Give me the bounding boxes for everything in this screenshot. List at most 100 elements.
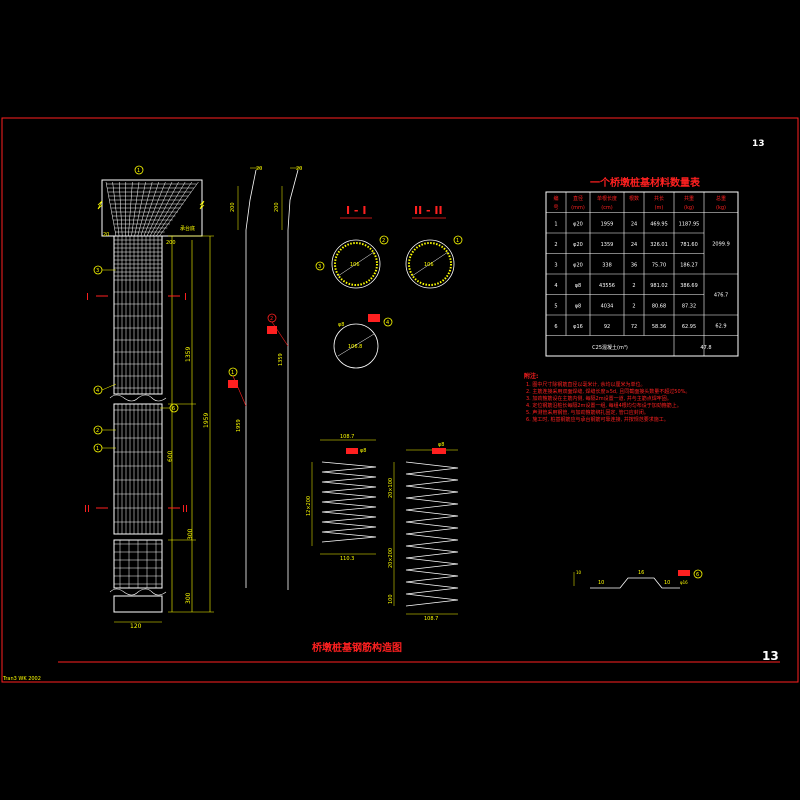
- bar-detail-dims: [237, 167, 302, 230]
- table-cell-2-3: 36: [631, 263, 637, 269]
- svg-text:1: 1: [137, 168, 140, 174]
- bend-dim-a: 20: [256, 166, 262, 172]
- note-5: 5. 声测管采用钢管, 与加劲箍筋绑扎固定, 管口应封闭。: [526, 409, 649, 416]
- drawing-title: 桥墩桩基钢筋构造图: [312, 641, 402, 654]
- svg-text:1: 1: [96, 446, 99, 452]
- section-mark-I-left: I: [86, 292, 89, 303]
- spiral-detail-1: 108.7 φ8 12×200 110.3: [306, 434, 377, 562]
- spacer-bar-detail: 10 16 10 10 φ16 6: [573, 569, 703, 589]
- table-cell-1-2: 1359: [601, 242, 614, 248]
- table-cell-0-4: 469.95: [650, 222, 668, 228]
- table-cell-0-1: φ20: [573, 222, 583, 228]
- section-title-2: II - II: [414, 204, 443, 217]
- callout-1-top: 1: [134, 165, 144, 175]
- svg-text:10: 10: [664, 580, 670, 586]
- callout-3-left: 3: [93, 265, 103, 275]
- stiffener-ring-detail: 106.8 4 φ8: [333, 314, 393, 369]
- section-mark-II-right: II: [182, 504, 188, 515]
- table-cell-5-4: 58.36: [652, 324, 666, 330]
- table-cell-5-0: 6: [554, 324, 557, 330]
- bar-tag-box-2: [267, 326, 277, 334]
- note-4: 4. 定位钢筋沿桩长每隔2m设置一组, 每组4根均匀布设于加劲箍筋上。: [526, 402, 682, 409]
- break-mark-right: [199, 200, 205, 210]
- svg-text:10: 10: [598, 580, 604, 586]
- dim-len-bottom: 300: [185, 592, 192, 604]
- table-cell-3-4: 981.02: [650, 283, 668, 289]
- table-cell-5-3: 72: [631, 324, 637, 330]
- svg-text:16: 16: [638, 570, 644, 576]
- table-header-6: 总重: [716, 195, 726, 202]
- table-unit-0: 号: [553, 205, 558, 211]
- callout-1-left: 1: [93, 443, 103, 453]
- dim-len-end: 300: [187, 528, 194, 540]
- table-cell-2-5: 186.27: [680, 263, 698, 269]
- page-number: 13: [762, 649, 779, 663]
- svg-text:1: 1: [456, 238, 459, 244]
- cap-rebar-mesh: [105, 181, 199, 237]
- spiral-detail-2: φ8 20×100 20×200 100 108.7: [388, 442, 459, 622]
- notes: 附注: 1. 图中尺寸除钢筋直径以毫米计, 余均以厘米为单位。2. 主筋连接采用…: [524, 372, 690, 423]
- table-cell-3-5: 386.69: [680, 283, 698, 289]
- table-cell-4-1: φ8: [575, 304, 581, 310]
- table-cell-4-0: 5: [554, 304, 557, 310]
- svg-text:3: 3: [318, 264, 321, 270]
- table-cell-0-3: 24: [631, 222, 637, 228]
- callout-6-right: 6: [169, 403, 179, 413]
- break-mark-top: [97, 200, 103, 210]
- svg-text:3: 3: [96, 268, 99, 274]
- table-cell-4-5: 87.32: [682, 304, 696, 310]
- note-3: 3. 加劲箍筋设在主筋内侧, 每隔2m设置一道, 并与主筋点焊牢固。: [526, 395, 672, 402]
- note-1: 1. 图中尺寸除钢筋直径以毫米计, 余均以厘米为单位。: [526, 381, 646, 388]
- table-header-2: 单根长度: [597, 195, 617, 202]
- table-concrete-label: C25混凝土(m³): [592, 344, 628, 351]
- note-2: 2. 主筋连接采用双面焊缝, 焊缝长度≥5d, 且同截面接头数量不超过50%。: [526, 388, 690, 395]
- break-mark-mid: [109, 394, 167, 402]
- table-unit-6: (kg): [716, 205, 726, 211]
- table-total-2: 62.9: [715, 323, 726, 329]
- svg-text:20×200: 20×200: [388, 548, 394, 568]
- svg-text:106: 106: [424, 262, 434, 268]
- table-header-0: 编: [553, 195, 558, 202]
- pile-elevation: 200 1959 1359 600 300 300 120 20 承台底 I I…: [84, 165, 214, 630]
- bend-len-2: 200: [274, 202, 280, 212]
- corner-label: 13: [752, 139, 765, 149]
- table-title: 一个桥墩桩基材料数量表: [590, 176, 701, 189]
- table-cell-1-3: 24: [631, 242, 637, 248]
- svg-text:110.3: 110.3: [340, 556, 354, 562]
- table-cell-3-2: 43556: [599, 283, 615, 289]
- section-II-ring: 106 1: [405, 235, 463, 289]
- stirrup-lines: [114, 239, 162, 588]
- svg-text:φ8: φ8: [438, 442, 444, 448]
- table-unit-1: (mm): [571, 205, 585, 211]
- table-header-4: 共长: [654, 195, 664, 202]
- bend-len-1: 200: [230, 202, 236, 212]
- dim-top-offset: 20: [103, 232, 109, 238]
- bar-length-1: 1959: [236, 419, 242, 432]
- table-unit-4: (m): [655, 205, 664, 211]
- svg-text:2: 2: [96, 428, 99, 434]
- dim-len-mid: 1359: [185, 347, 192, 362]
- footer-note: Tran3 WK 2002: [2, 676, 41, 682]
- table-header-3: 根数: [629, 195, 639, 202]
- table-total-0: 2099.9: [712, 241, 730, 247]
- dim-len-main: 1959: [203, 413, 210, 428]
- svg-text:100: 100: [388, 594, 394, 604]
- table-cell-2-4: 75.70: [652, 263, 666, 269]
- bend-dim-b: 20: [296, 166, 302, 172]
- table-cell-0-2: 1959: [601, 222, 614, 228]
- table-cell-1-1: φ20: [573, 242, 583, 248]
- svg-text:2: 2: [382, 238, 385, 244]
- table-cell-3-0: 4: [554, 283, 557, 289]
- dim-len-lower: 600: [167, 450, 174, 462]
- table-cell-1-4: 326.01: [650, 242, 668, 248]
- callout-4-left: 4: [93, 385, 103, 395]
- callout-2-left: 2: [93, 425, 103, 435]
- vertical-dimensions: [114, 235, 214, 623]
- table-cell-0-0: 1: [554, 222, 557, 228]
- table-cell-3-3: 2: [632, 283, 635, 289]
- svg-text:108.7: 108.7: [340, 434, 354, 440]
- section-mark-I-right: I: [184, 292, 187, 303]
- section-title-1: I - I: [346, 204, 366, 217]
